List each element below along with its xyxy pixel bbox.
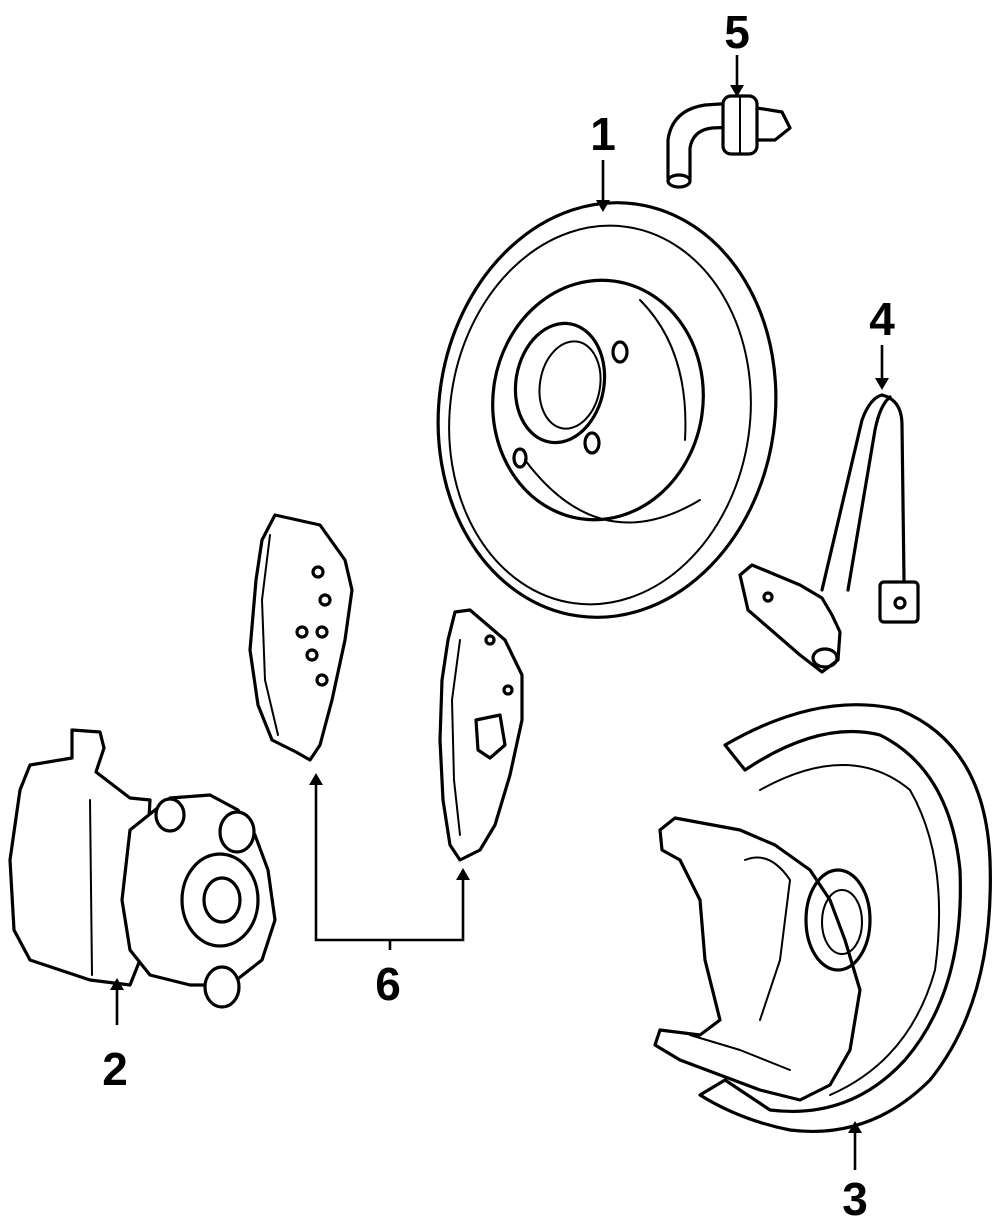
leader-lines: [110, 55, 889, 1170]
brake-rotor: [436, 201, 778, 619]
callout-labels: 1 2 3 4 5 6: [102, 6, 895, 1225]
arrow-5: [730, 85, 744, 97]
arrow-3: [848, 1121, 862, 1133]
brake-hose-fitting: [666, 94, 792, 189]
arrow-2: [110, 978, 124, 990]
callout-1: 1: [590, 108, 616, 160]
arrow-6a: [309, 773, 323, 785]
callout-3: 3: [842, 1173, 868, 1225]
callout-6: 6: [375, 958, 401, 1010]
arrow-6b: [456, 868, 470, 880]
brake-caliper: [8, 728, 277, 1009]
callout-2: 2: [102, 1043, 128, 1095]
callout-4: 4: [869, 293, 895, 345]
callout-5: 5: [724, 6, 750, 58]
arrow-1: [596, 200, 610, 212]
brake-pad-inner: [248, 513, 354, 762]
arrow-4: [875, 378, 889, 390]
abs-wheel-speed-sensor: [738, 393, 920, 674]
leader-6: [314, 785, 465, 942]
steering-knuckle-dust-shield: [653, 703, 992, 1134]
brake-pad-outer: [438, 608, 524, 862]
